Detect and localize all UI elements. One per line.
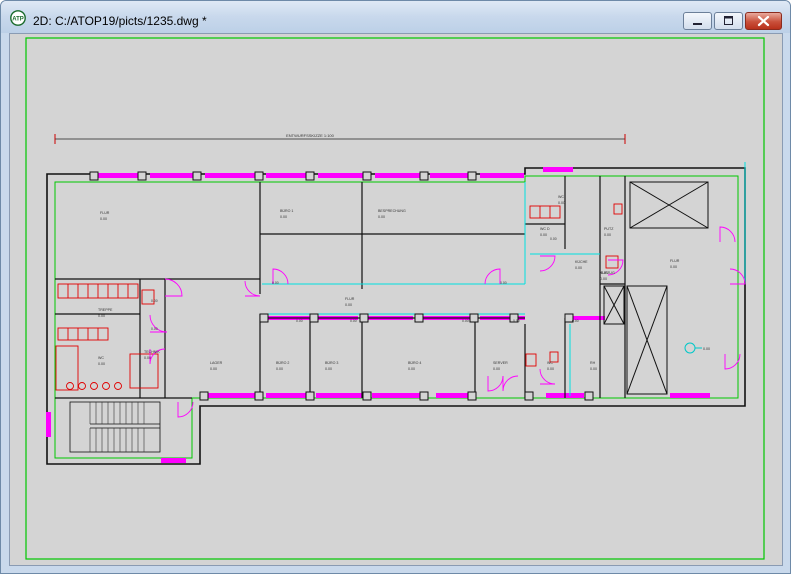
minimize-icon <box>693 23 702 25</box>
room-area: 0.00 <box>547 367 554 371</box>
maximize-button[interactable] <box>714 12 743 30</box>
outer-walls <box>46 167 746 465</box>
room-area: 0.00 <box>378 215 385 219</box>
glass-partitions <box>262 162 746 396</box>
room-area: 0.00 <box>98 314 105 318</box>
floor-plan: ENTWURFSSKIZZE 1:100 <box>25 37 765 560</box>
room-label: WC <box>98 356 104 360</box>
drawing-canvas[interactable]: ENTWURFSSKIZZE 1:100 <box>9 33 783 566</box>
door-tag: 0.00 <box>572 319 579 323</box>
close-icon <box>757 15 770 27</box>
close-button[interactable] <box>745 12 782 30</box>
room-label: TECHNIK <box>144 350 160 354</box>
door-tag: 0.00 <box>550 237 557 241</box>
room-area: 0.00 <box>670 265 677 269</box>
room-label: BÜRO 3 <box>325 361 338 365</box>
dimension-label: ENTWURFSSKIZZE 1:100 <box>286 133 335 138</box>
room-label: LAGER <box>210 361 223 365</box>
room-label: SERVER <box>493 361 508 365</box>
app-logo-text: ATP <box>12 17 24 23</box>
room-area: 0.00 <box>276 367 283 371</box>
room-area: 0.00 <box>98 362 105 366</box>
maximize-icon <box>724 16 733 25</box>
title-bar[interactable]: ATP 2D: C:/ATOP19/picts/1235.dwg * <box>1 1 790 33</box>
room-label: WC D <box>540 227 550 231</box>
room-label: BÜRO 2 <box>276 361 289 365</box>
app-logo-icon: ATP <box>10 10 26 26</box>
room-label: WC <box>558 195 564 199</box>
door-tag: 0.00 <box>151 327 158 331</box>
room-area: 0.00 <box>100 217 107 221</box>
window-title: 2D: C:/ATOP19/picts/1235.dwg * <box>33 14 207 28</box>
elevation-label: 0.00 <box>703 347 710 351</box>
door-tags: 0.00 0.00 0.00 0.00 0.00 0.00 0.00 0.00 … <box>151 237 608 331</box>
room-label: FLUR <box>345 297 355 301</box>
room-area: 0.00 <box>280 215 287 219</box>
room-label: FLUR <box>670 259 680 263</box>
minimize-button[interactable] <box>683 12 712 30</box>
room-area: 0.00 <box>325 367 332 371</box>
room-area: 0.00 <box>558 201 565 205</box>
room-label: TREPPE <box>98 308 113 312</box>
room-label: KÜCHE <box>575 260 588 264</box>
door-tag: 0.00 <box>513 319 520 323</box>
room-area: 0.00 <box>345 303 352 307</box>
drawing-frame <box>25 37 765 560</box>
sanitary-fixtures <box>55 203 623 391</box>
doors <box>149 226 746 418</box>
room-label: WC <box>547 361 553 365</box>
door-tag: 0.00 <box>296 319 303 323</box>
room-area: 0.00 <box>210 367 217 371</box>
room-area: 0.00 <box>493 367 500 371</box>
room-label: PUTZ <box>604 227 614 231</box>
room-area: 0.00 <box>590 367 597 371</box>
elevator-shafts <box>603 181 709 395</box>
door-tag: 0.00 <box>151 299 158 303</box>
room-label: BESPRECHUNG <box>378 209 406 213</box>
door-tag: 0.00 <box>272 281 279 285</box>
door-tag: 0.00 <box>350 319 357 323</box>
inner-outline <box>54 175 739 459</box>
room-area: 0.00 <box>604 233 611 237</box>
door-tag: 0.00 <box>601 271 608 275</box>
elevation-marker: 0.00 <box>684 342 710 354</box>
door-tag: 0.00 <box>500 281 507 285</box>
staircase <box>69 401 161 453</box>
interior-walls <box>55 176 626 399</box>
room-area: 0.00 <box>575 266 582 270</box>
room-label: RH <box>590 361 596 365</box>
dimension-line: ENTWURFSSKIZZE 1:100 <box>54 133 626 144</box>
room-label: BÜRO 4 <box>408 361 421 365</box>
room-label: BÜRO 1 <box>280 209 293 213</box>
room-label: AUFZUG <box>600 271 615 275</box>
room-label: FLUR <box>100 211 110 215</box>
room-area: 0.00 <box>144 356 151 360</box>
room-labels: FLUR 0.00 BÜRO 1 0.00 BESPRECHUNG 0.00 T… <box>98 195 680 371</box>
room-area: 0.00 <box>540 233 547 237</box>
room-area: 0.00 <box>408 367 415 371</box>
columns <box>89 171 594 401</box>
room-area: 0.00 <box>600 277 607 281</box>
door-tag: 0.00 <box>462 319 469 323</box>
